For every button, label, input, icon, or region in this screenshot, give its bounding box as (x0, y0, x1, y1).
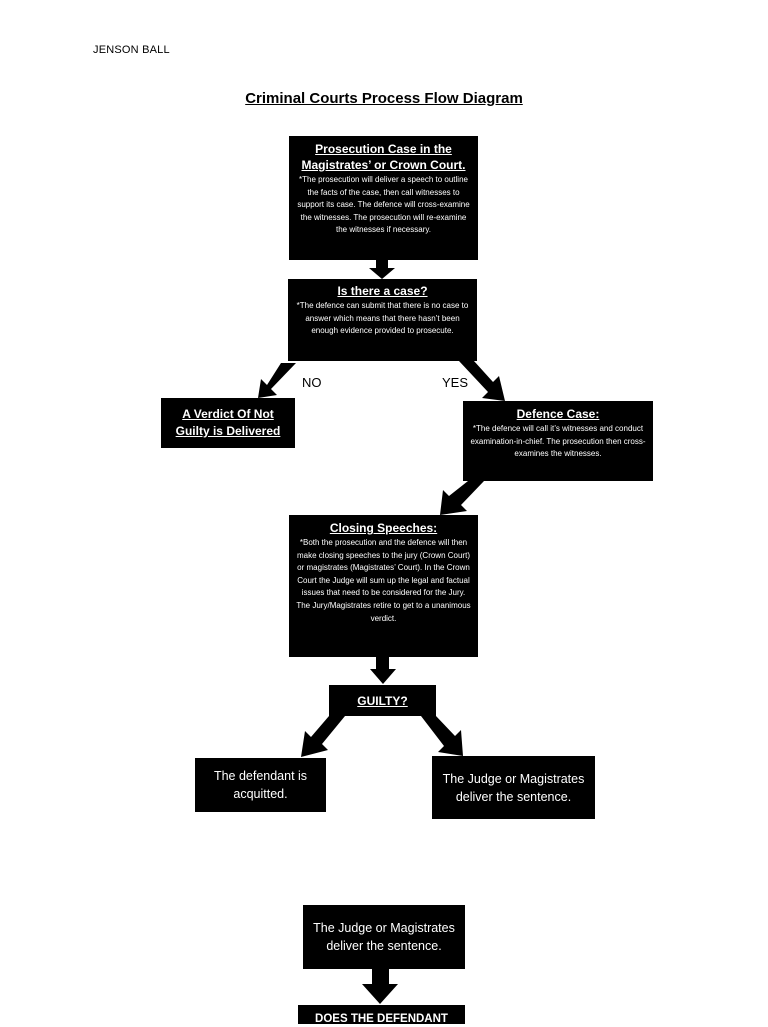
no-label: NO (302, 375, 322, 390)
is-there-a-case-box: Is there a case? *The defence can submit… (288, 279, 477, 361)
does-the-defendant-title: DOES THE DEFENDANT (315, 1013, 448, 1025)
arrow-sentence-to-does-defendant (362, 969, 398, 1004)
arrow-guilty-to-acquitted (301, 716, 345, 757)
author-name: JENSON BALL (93, 44, 170, 56)
defendant-acquitted-box: The defendant is acquitted. (195, 758, 326, 812)
is-there-a-case-title: Is there a case? (337, 284, 428, 298)
sentence-box: The Judge or Magistrates deliver the sen… (432, 756, 595, 819)
defendant-acquitted-text: The defendant is acquitted. (213, 769, 308, 801)
yes-label: YES (442, 375, 469, 390)
defence-case-title: Defence Case: (516, 407, 600, 421)
closing-speeches-box: Closing Speeches: *Both the prosecution … (289, 515, 478, 657)
guilty-question-title: GUILTY? (357, 693, 408, 708)
arrow-defence-to-closing (440, 481, 484, 515)
closing-speeches-title: Closing Speeches: (329, 521, 438, 535)
closing-speeches-text: *Both the prosecution and the defence wi… (296, 538, 471, 623)
not-guilty-verdict-box: A Verdict Of Not Guilty is Delivered (161, 398, 295, 448)
prosecution-case-title: Prosecution Case in the Magistrates’ or … (301, 142, 466, 172)
sentence-text: The Judge or Magistrates deliver the sen… (442, 771, 585, 804)
prosecution-case-box: Prosecution Case in the Magistrates’ or … (289, 136, 478, 260)
arrow-guilty-to-sentence (421, 716, 463, 756)
arrow-prosecution-to-case (369, 260, 395, 279)
does-the-defendant-box: DOES THE DEFENDANT (298, 1005, 465, 1025)
defence-case-box: Defence Case: *The defence will call it’… (463, 401, 653, 481)
arrow-closing-to-guilty (370, 657, 396, 684)
prosecution-case-text: *The prosecution will deliver a speech t… (297, 175, 470, 235)
is-there-a-case-text: *The defence can submit that there is no… (296, 301, 469, 336)
sentence-box-continued: The Judge or Magistrates deliver the sen… (303, 905, 465, 969)
diagram-title: Criminal Courts Process Flow Diagram (245, 90, 523, 107)
guilty-question-box: GUILTY? (329, 685, 436, 716)
not-guilty-verdict-title: A Verdict Of Not Guilty is Delivered (175, 407, 281, 438)
arrow-case-to-defence (459, 361, 505, 401)
defence-case-text: *The defence will call it’s witnesses an… (470, 424, 646, 459)
arrow-case-to-not-guilty (258, 363, 296, 398)
sentence-text-continued: The Judge or Magistrates deliver the sen… (313, 921, 455, 953)
